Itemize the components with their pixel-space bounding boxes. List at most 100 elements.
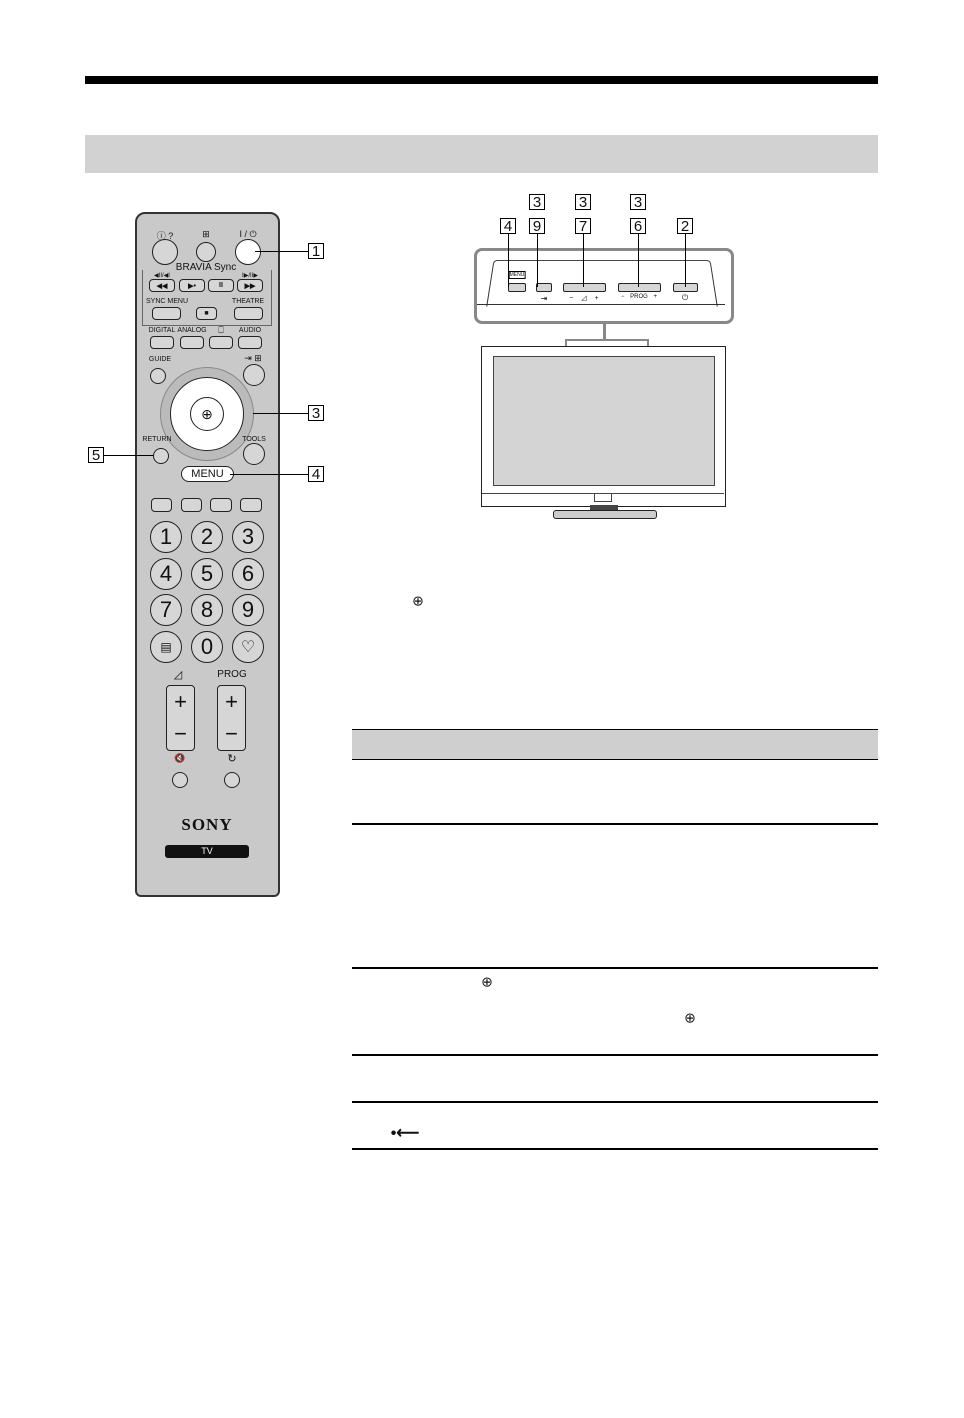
subtitle-label: ⎕ [218,325,224,335]
panel-input-label: ⇥ [540,294,548,303]
number-button-0[interactable]: 0 [191,631,223,663]
widescreen-button[interactable] [196,242,216,262]
number-button-1[interactable]: 1 [150,521,182,553]
panel-callout: 2 [677,218,693,234]
panel-callout: 3 [529,194,545,210]
bravia-sync-group [142,270,272,326]
theatre-label: THEATRE [231,298,265,305]
subtitle-button[interactable] [209,336,233,349]
guide-button[interactable] [150,368,166,384]
table-row-divider [352,1054,878,1056]
callout-line [583,234,585,287]
callout-1: 1 [308,243,324,259]
input-button[interactable] [243,364,265,386]
callout-line [537,234,539,287]
panel-power-label: ⏻ [681,293,689,302]
number-button-8[interactable]: 8 [191,594,223,626]
audio-label: AUDIO [238,327,262,334]
tv-logo-area [594,493,612,502]
panel-callout: 4 [500,218,516,234]
number-button-9[interactable]: 9 [232,594,264,626]
fast-forward-button[interactable]: ▶▶ [237,279,263,292]
table-row-divider [352,1101,878,1103]
panel-volume-label: − ◿ + [569,295,599,302]
callout-line [508,234,510,287]
tools-button[interactable] [243,443,265,465]
digital-button[interactable] [150,336,174,349]
connector-line [603,321,606,340]
next-label: I▶/II▶ [242,273,258,279]
callout-line [685,234,687,287]
sync-menu-button[interactable] [152,307,181,320]
prev-label: ◀II/◀I [154,273,170,279]
volume-label: ◿ [173,669,183,681]
panel-menu-button[interactable] [508,283,526,292]
callout-line [253,413,308,415]
return-icon: •⟵ [390,1125,420,1142]
panel-callout: 3 [630,194,646,210]
rewind-button[interactable]: ◀◀ [149,279,175,292]
remote-control-illustration [135,212,280,897]
panel-callout: 7 [575,218,591,234]
volume-up[interactable]: + [174,689,187,714]
panel-callout: 9 [529,218,545,234]
number-button-7[interactable]: 7 [150,594,182,626]
table-row-divider [352,967,878,969]
menu-button[interactable]: MENU [181,466,234,482]
analog-button[interactable] [180,336,204,349]
audio-button[interactable] [238,336,262,349]
guide-label: GUIDE [148,356,172,363]
info-button[interactable] [152,239,178,265]
number-button-2[interactable]: 2 [191,521,223,553]
stop-button[interactable]: ■ [196,307,217,320]
red-button[interactable] [151,498,172,512]
yellow-button[interactable] [210,498,232,512]
mute-button[interactable] [172,772,188,788]
panel-callout: 6 [630,218,646,234]
header-rule [85,76,878,84]
pause-button[interactable]: II [208,279,234,292]
prog-up[interactable]: + [225,689,238,714]
number-button-5[interactable]: 5 [191,558,223,590]
panel-prog-label: − PROG + [620,294,658,300]
prog-down[interactable]: − [225,721,238,746]
return-button[interactable] [153,448,169,464]
table-row-divider [352,1148,878,1150]
section-heading-bar [85,135,878,173]
panel-volume-button[interactable] [563,283,606,292]
enter-icon: ⊕ [412,592,424,609]
jump-icon: ↻ [227,753,237,765]
volume-down[interactable]: − [174,721,187,746]
panel-input-button[interactable] [536,283,552,292]
blue-button[interactable] [240,498,262,512]
panel-edge [477,304,725,306]
number-button-3[interactable]: 3 [232,521,264,553]
green-button[interactable] [181,498,202,512]
tv-screen [493,356,715,486]
panel-menu-label: MENU [508,271,526,279]
enter-button[interactable]: ⊕ [190,397,224,431]
enter-icon: ⊕ [481,973,493,990]
volume-rocker[interactable]: +− [166,685,195,751]
callout-5: 5 [88,447,104,463]
number-button-4[interactable]: 4 [150,558,182,590]
sony-logo: SONY [181,815,233,834]
input-label: ⇥ ⊞ [244,353,262,363]
table-header [352,729,878,760]
table-row-divider [352,823,878,825]
theatre-button[interactable] [234,307,263,320]
play-button[interactable]: ▶• [179,279,205,292]
number-button-6[interactable]: 6 [232,558,264,590]
prog-label: PROG [217,669,247,680]
prog-rocker[interactable]: +− [217,685,246,751]
callout-line [104,455,154,457]
power-label: I / ⏻ [239,229,257,239]
widescreen-label: ⊞ [202,229,210,239]
text-button[interactable]: ▤ [150,631,182,663]
info-label: ⓘ ? [156,231,174,241]
jump-button[interactable] [224,772,240,788]
mute-icon: 🔇 [174,753,186,763]
panel-prog-button[interactable] [618,283,661,292]
favourites-button[interactable]: ♡ [232,631,264,663]
